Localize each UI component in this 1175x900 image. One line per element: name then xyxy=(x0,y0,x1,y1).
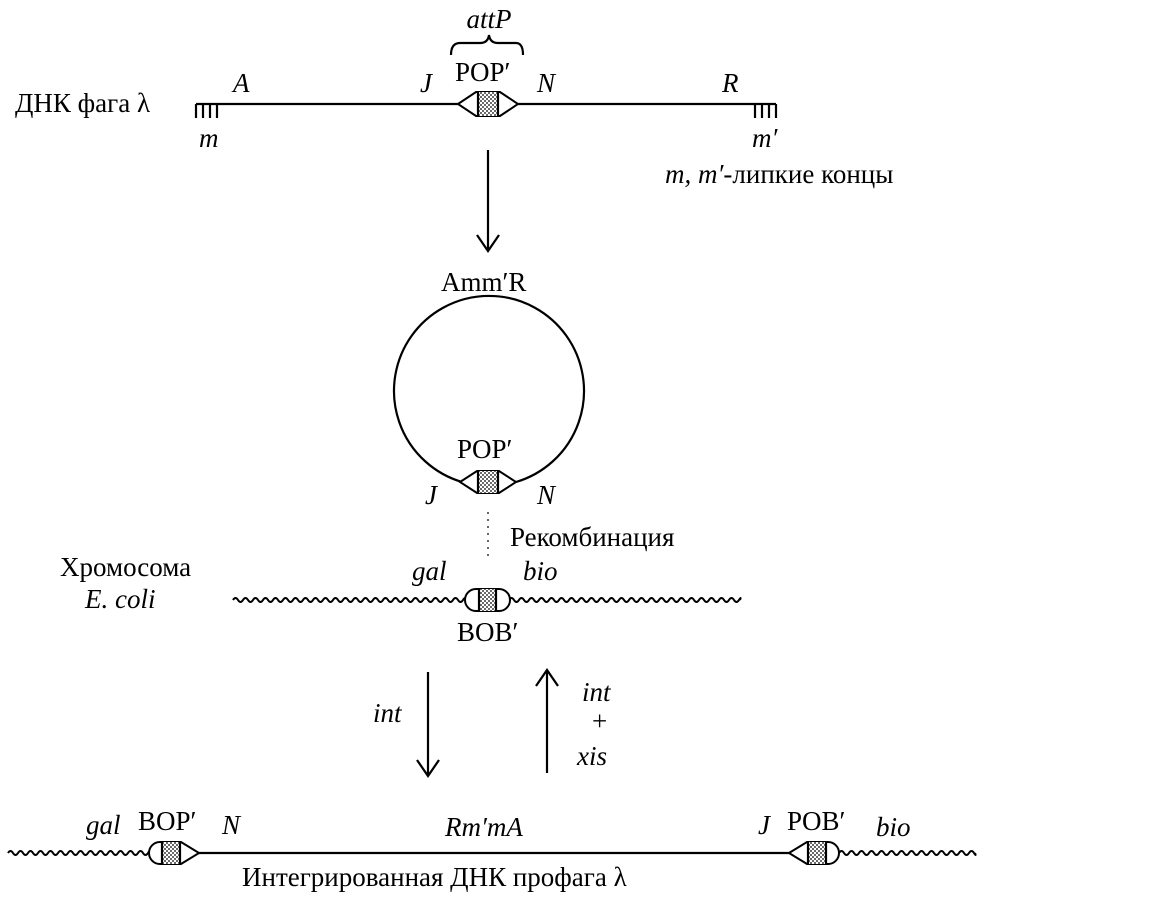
chromosome-bio-label: bio xyxy=(523,556,558,586)
sticky-ends-symbols: m, m′ xyxy=(665,159,724,189)
gene-j-label: J xyxy=(420,68,434,98)
attp-label: attP xyxy=(467,4,512,34)
circular-phage-dna: Amm′R POP′ J N Рекомбинация xyxy=(392,267,674,556)
prophage-wavy-left xyxy=(7,850,152,856)
prophage-wavy-right xyxy=(838,850,977,856)
bop-hybrid-site xyxy=(148,841,201,865)
excision-xis-label: xis xyxy=(576,741,607,771)
excision-plus-label: + xyxy=(592,706,607,736)
prophage-caption: Интегрированная ДНК профага λ xyxy=(242,862,627,892)
circle-pop-label: POP′ xyxy=(457,434,512,464)
end-m-prime-label: m′ xyxy=(752,123,778,153)
recombination-label: Рекомбинация xyxy=(510,522,674,552)
phage-dna-title: ДНК фага λ xyxy=(15,88,150,118)
phage-dna: ДНК фага λ A J N R POP′ attP m m′ m, m′- xyxy=(15,4,893,189)
circularization-arrow xyxy=(476,150,500,253)
prophage-bio-label: bio xyxy=(876,812,911,842)
bop-label: BOP′ xyxy=(138,806,196,836)
gene-r-label: R xyxy=(721,68,739,98)
prophage-gene-n-label: N xyxy=(221,810,242,840)
chromosome-gal-label: gal xyxy=(412,556,447,586)
pob-hybrid-site xyxy=(787,841,840,865)
pob-label: POB′ xyxy=(787,806,845,836)
integration-int-label: int xyxy=(373,698,403,728)
chromosome-wavy-left xyxy=(232,597,467,603)
gene-a-label: A xyxy=(231,68,250,98)
circle-gene-n-label: N xyxy=(536,480,557,510)
prophage-gene-j-label: J xyxy=(758,810,772,840)
sticky-end-m-prime xyxy=(753,104,778,118)
excision-arrow: int + xis xyxy=(535,668,612,773)
gene-n-label: N xyxy=(536,68,557,98)
bob-label: BOB′ xyxy=(457,617,518,647)
chromosome-organism: E. coli xyxy=(84,584,155,614)
integrated-prophage: gal BOP′ N Rm′mA J POB′ bio Интегрирован… xyxy=(7,806,977,892)
circle-gene-j-label: J xyxy=(425,480,439,510)
ecoli-chromosome: Хромосома E. coli gal bio BOB′ xyxy=(60,552,742,647)
chromosome-title: Хромосома xyxy=(60,552,191,582)
sticky-ends-caption: m, m′-липкие концы xyxy=(665,159,893,189)
chromosome-wavy-right xyxy=(508,597,742,603)
prophage-gal-label: gal xyxy=(86,810,121,840)
circle-pop-site xyxy=(458,470,518,494)
pop-label: POP′ xyxy=(455,57,510,87)
integration-arrow: int xyxy=(373,672,440,778)
attp-brace xyxy=(449,34,525,56)
excision-int-label: int xyxy=(582,677,612,707)
sticky-ends-text: -липкие концы xyxy=(723,159,893,189)
circle-ends-label: Amm′R xyxy=(441,267,526,297)
end-m-label: m xyxy=(199,123,219,153)
pop-attachment-site xyxy=(456,91,520,117)
prophage-center-label: Rm′mA xyxy=(444,812,523,842)
bob-attachment-site xyxy=(464,588,511,612)
sticky-end-m xyxy=(194,104,219,118)
circle-dna-line xyxy=(392,294,586,484)
